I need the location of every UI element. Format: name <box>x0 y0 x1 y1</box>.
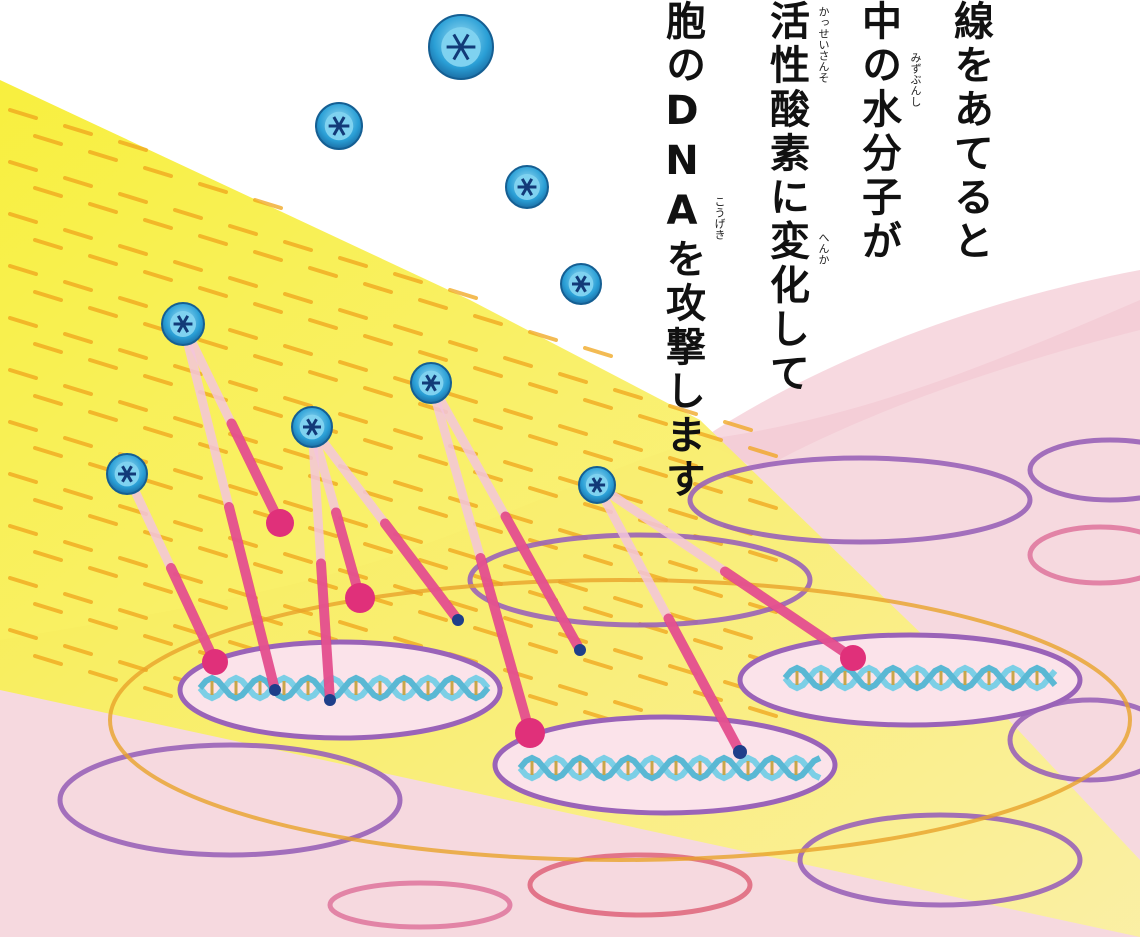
furigana-kasseisanso: かっせいさんそ <box>815 6 831 83</box>
text-column-2: 中の水分子が <box>858 0 898 264</box>
furigana-henka: へんか <box>815 232 831 265</box>
text-column-1: 線をあてると <box>950 0 990 264</box>
furigana-mizubunshi: みずぶんし <box>907 52 923 107</box>
text-column-4: 胞のDNAを攻撃します <box>662 0 702 502</box>
text-column-3: 活性酸素に変化して <box>766 0 806 396</box>
furigana-kougeki: こうげき <box>711 196 727 240</box>
